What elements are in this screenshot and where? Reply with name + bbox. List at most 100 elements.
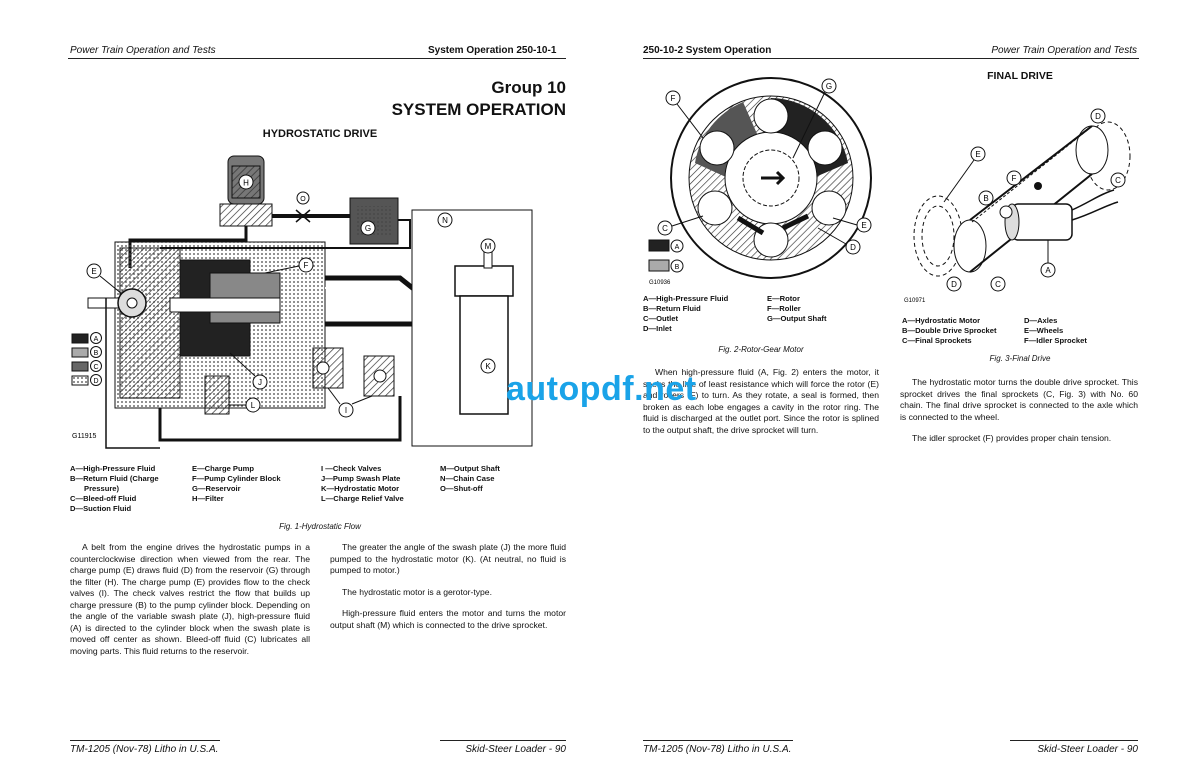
legend-column: I —Check Valves J—Pump Swash Plate K—Hyd… — [321, 464, 404, 504]
diagram-label: C — [93, 364, 98, 371]
legend-column: E—Charge Pump F—Pump Cylinder Block G—Re… — [192, 464, 281, 504]
legend-item: C—Outlet — [643, 314, 679, 323]
body-column-left: A belt from the engine drives the hydros… — [70, 542, 310, 667]
diagram-label: G — [826, 82, 832, 91]
diagram-label: I — [345, 406, 347, 415]
diagram-label: E — [975, 150, 980, 159]
legend-item: E—Charge Pump — [192, 464, 255, 473]
diagram-label: E — [861, 221, 866, 230]
diagram-label: F — [671, 94, 676, 103]
body-column-right: The greater the angle of the swash plate… — [330, 542, 566, 641]
legend-item: Pressure) — [84, 484, 120, 493]
figure-code: G10971 — [904, 298, 926, 304]
legend-item: D—Suction Fluid — [70, 504, 132, 513]
subsection-title: HYDROSTATIC DRIVE — [262, 128, 378, 140]
right-footer-left: TM-1205 (Nov-78) Litho in U.S.A. — [643, 744, 792, 755]
right-header-page-number: 250-10-2 System Operation — [643, 45, 772, 56]
watermark-logo: autopdf.net — [506, 370, 697, 408]
left-footer-left: TM-1205 (Nov-78) Litho in U.S.A. — [70, 744, 219, 755]
section-title: SYSTEM OPERATION — [391, 100, 566, 119]
right-header-title: Power Train Operation and Tests — [991, 45, 1137, 56]
rotor-gear-motor-diagram: F G C E D A B G10936 — [648, 77, 872, 286]
legend-item: F—Roller — [767, 304, 801, 313]
legend-item: C—Final Sprockets — [902, 336, 972, 345]
fig2-legend-column: E—Rotor F—Roller G—Output Shaft — [767, 294, 826, 324]
diagram-label: F — [304, 261, 309, 270]
legend-column: M—Output Shaft N—Chain Case O—Shut-off — [440, 464, 500, 494]
legend-item: E—Wheels — [1024, 326, 1064, 335]
left-header-rule — [68, 58, 566, 59]
paragraph: The hydrostatic motor turns the double d… — [900, 377, 1138, 422]
diagram-label: B — [983, 194, 988, 203]
legend-item: J—Pump Swash Plate — [321, 474, 401, 483]
legend-item: O—Shut-off — [440, 484, 483, 493]
legend-item: B—Double Drive Sprocket — [902, 326, 997, 335]
diagram-label: A — [94, 336, 99, 343]
paragraph: A belt from the engine drives the hydros… — [70, 542, 310, 656]
legend-column: A—High-Pressure Fluid B—Return Fluid (Ch… — [70, 464, 159, 514]
figure-code: G10936 — [649, 280, 671, 286]
diagram-label: B — [94, 350, 99, 357]
legend-item: N—Chain Case — [440, 474, 495, 483]
legend-item: M—Output Shaft — [440, 464, 500, 473]
left-header-title: Power Train Operation and Tests — [70, 45, 216, 56]
legend-item: F—Pump Cylinder Block — [192, 474, 281, 483]
fig3-title: FINAL DRIVE — [987, 70, 1053, 82]
legend-item: D—Inlet — [643, 324, 672, 333]
figure-caption: Fig. 1-Hydrostatic Flow — [279, 522, 361, 531]
diagram-label: B — [675, 264, 680, 271]
legend-item: B—Return Fluid — [643, 304, 701, 313]
final-drive-diagram: D E F B C A D C G10971 — [904, 108, 1131, 304]
legend-item: K—Hydrostatic Motor — [321, 484, 400, 493]
paragraph: The greater the angle of the swash plate… — [330, 542, 566, 575]
diagram-label: K — [485, 362, 491, 371]
footer-rule — [440, 740, 566, 741]
legend-item: G—Output Shaft — [767, 314, 827, 323]
fig3-body: The hydrostatic motor turns the double d… — [900, 377, 1138, 455]
diagram-label: J — [258, 378, 262, 387]
diagram-label: C — [1115, 176, 1121, 185]
footer-rule — [70, 740, 220, 741]
diagram-label: A — [1045, 266, 1051, 275]
fig2-caption: Fig. 2-Rotor-Gear Motor — [718, 345, 804, 354]
diagram-label: M — [485, 242, 492, 251]
fig3-caption: Fig. 3-Final Drive — [989, 354, 1051, 363]
left-header-page-number: System Operation 250-10-1 — [428, 45, 557, 56]
diagram-label: D — [1095, 112, 1101, 121]
diagram-label: F — [1012, 174, 1017, 183]
right-footer-right: Skid-Steer Loader - 90 — [1037, 744, 1138, 755]
legend-item: A—Hydrostatic Motor — [902, 316, 981, 325]
diagram-label: E — [91, 267, 96, 276]
paragraph: The hydrostatic motor is a gerotor-type. — [342, 586, 492, 597]
footer-rule — [643, 740, 793, 741]
legend-item: C—Bleed-off Fluid — [70, 494, 137, 503]
legend-item: E—Rotor — [767, 294, 800, 303]
paragraph: High-pressure fluid enters the motor and… — [330, 608, 566, 630]
legend-item: D—Axles — [1024, 316, 1058, 325]
diagram-label: C — [995, 280, 1001, 289]
right-header-rule — [643, 58, 1139, 59]
diagram-label: C — [662, 224, 668, 233]
diagram-label: N — [442, 216, 448, 225]
legend-item: A—High-Pressure Fluid — [643, 294, 729, 303]
hydrostatic-flow-diagram: H O G E F J L I N — [71, 155, 533, 449]
diagram-label: D — [93, 378, 98, 385]
legend-item: B—Return Fluid (Charge — [70, 474, 159, 483]
fig2-legend-column: A—High-Pressure Fluid B—Return Fluid C—O… — [643, 294, 728, 334]
fig3-legend-column: A—Hydrostatic Motor B—Double Drive Sproc… — [902, 316, 997, 346]
diagram-label: O — [300, 196, 306, 203]
legend-item: G—Reservoir — [192, 484, 241, 493]
legend-item: I —Check Valves — [321, 464, 382, 473]
diagram-label: G — [365, 224, 371, 233]
paragraph: When high-pressure fluid (A, Fig. 2) ent… — [643, 367, 879, 435]
fig2-body: When high-pressure fluid (A, Fig. 2) ent… — [643, 367, 879, 446]
fig3-legend-column: D—Axles E—Wheels F—Idler Sprocket — [1024, 316, 1087, 346]
paragraph: The idler sprocket (F) provides proper c… — [912, 433, 1112, 443]
legend-item: L—Charge Relief Valve — [321, 494, 404, 503]
legend-item: A—High-Pressure Fluid — [70, 464, 156, 473]
legend-item: H—Filter — [192, 494, 224, 503]
diagram-label: D — [850, 243, 856, 252]
group-title: Group 10 — [491, 78, 566, 97]
footer-rule — [1010, 740, 1138, 741]
left-footer-right: Skid-Steer Loader - 90 — [465, 744, 566, 755]
